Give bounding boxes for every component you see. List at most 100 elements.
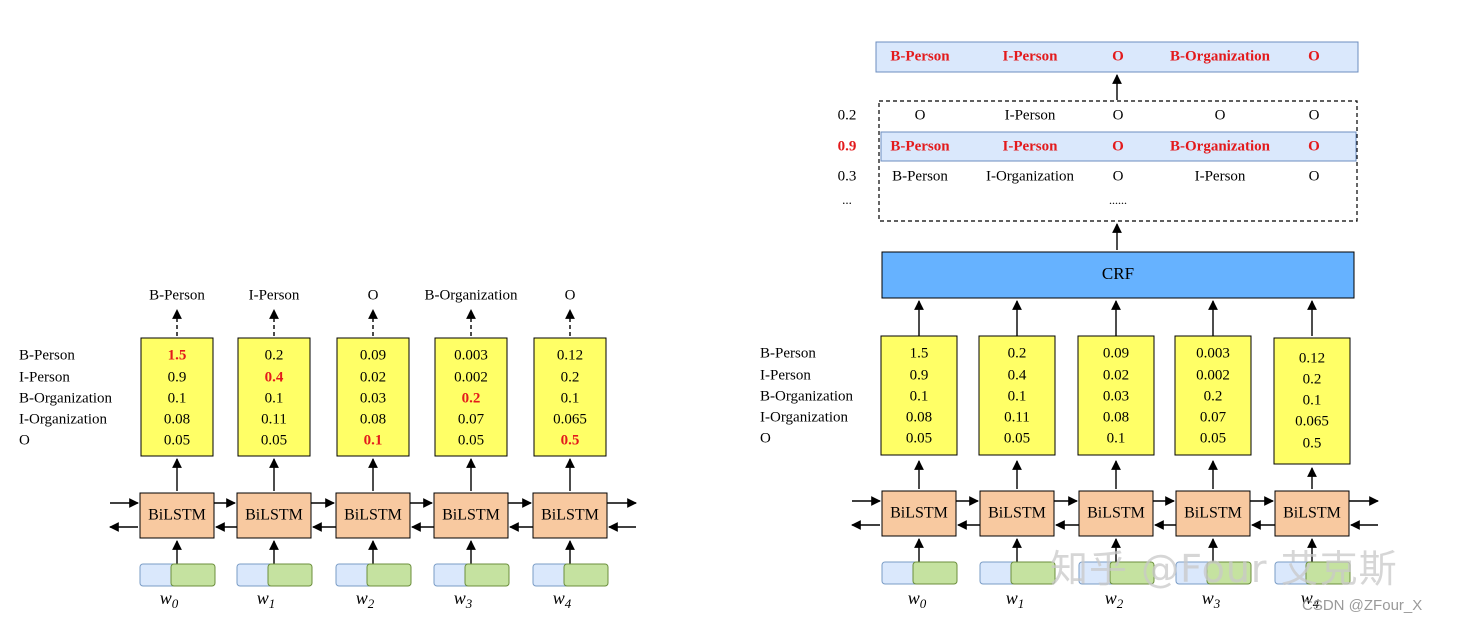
score-value: 0.003 — [454, 347, 488, 363]
score-box — [978, 335, 1056, 456]
path-tag: O — [915, 107, 926, 123]
bilstm-box — [433, 492, 509, 539]
score-value: 0.05 — [1200, 430, 1226, 446]
output-tag-bar — [875, 41, 1359, 73]
bilstm-label: BiLSTM — [541, 507, 599, 524]
path-tag: O — [1309, 168, 1320, 184]
path-tag: O — [1113, 168, 1124, 184]
score-value: 0.4 — [1008, 367, 1027, 383]
tag-row-label: B-Organization — [19, 390, 113, 406]
score-value: 0.09 — [1103, 345, 1129, 361]
path-tag: B-Person — [892, 168, 948, 184]
path-score: 0.3 — [838, 168, 857, 184]
score-value: 0.12 — [557, 347, 583, 363]
score-value: 0.5 — [1303, 435, 1322, 451]
word-label: w0 — [160, 588, 179, 611]
score-value: 0.08 — [906, 409, 932, 425]
score-value: 0.02 — [360, 369, 386, 385]
embedding-right — [170, 563, 216, 587]
crf-label: CRF — [1102, 264, 1134, 283]
path-tag: B-Person — [890, 138, 950, 154]
bilstm-softmax-panel: B-PersonI-PersonB-OrganizationI-Organiza… — [19, 287, 637, 611]
score-value: 0.2 — [462, 390, 481, 406]
word-label: w3 — [454, 588, 473, 611]
tag-row-label: I-Organization — [760, 409, 849, 425]
path-tag: B-Organization — [1170, 138, 1271, 154]
score-value: 0.05 — [164, 432, 190, 448]
path-tag: O — [1112, 138, 1124, 154]
score-value: 0.08 — [1103, 409, 1129, 425]
embedding-right — [1305, 561, 1351, 585]
path-tag: O — [1309, 107, 1320, 123]
tag-row-label: B-Organization — [760, 388, 854, 404]
bilstm-label: BiLSTM — [1087, 505, 1145, 522]
bilstm-box — [139, 492, 215, 539]
predicted-tag: I-Person — [249, 287, 300, 303]
score-value: 0.2 — [1008, 345, 1027, 361]
score-box — [533, 337, 607, 457]
path-tag: I-Organization — [986, 168, 1075, 184]
tag-row-label: O — [760, 430, 771, 446]
output-tag: O — [1112, 48, 1124, 64]
ellipsis-score: ... — [842, 192, 852, 207]
score-value: 0.1 — [1107, 430, 1126, 446]
score-value: 0.9 — [910, 367, 929, 383]
word-label: w3 — [1202, 588, 1221, 611]
zhihu-watermark: 知乎 @Four 艾克斯 — [1050, 547, 1398, 591]
score-value: 0.1 — [561, 390, 580, 406]
output-tag: O — [1308, 48, 1320, 64]
score-value: 0.002 — [1196, 367, 1230, 383]
score-box — [140, 337, 214, 457]
ellipsis-tags: ...... — [1109, 193, 1127, 207]
path-tag: I-Person — [1005, 107, 1056, 123]
bilstm-label: BiLSTM — [1184, 505, 1242, 522]
score-value: 0.03 — [360, 390, 386, 406]
score-box — [880, 335, 958, 456]
score-value: 0.07 — [458, 411, 485, 427]
word-label: w0 — [908, 588, 927, 611]
score-value: 0.1 — [1303, 392, 1322, 408]
score-value: 0.02 — [1103, 367, 1129, 383]
candidate-paths-box — [878, 100, 1358, 222]
path-tag: I-Person — [1003, 138, 1059, 154]
score-value: 0.07 — [1200, 409, 1227, 425]
path-tag: O — [1308, 138, 1320, 154]
score-value: 0.09 — [360, 347, 386, 363]
score-value: 1.5 — [168, 347, 187, 363]
score-value: 0.1 — [265, 390, 284, 406]
bilstm-label: BiLSTM — [890, 505, 948, 522]
embedding-right — [267, 563, 313, 587]
score-value: 0.05 — [458, 432, 484, 448]
score-box — [1174, 335, 1252, 456]
output-tag: B-Person — [890, 48, 950, 64]
embedding-right — [464, 563, 510, 587]
score-value: 0.1 — [910, 388, 929, 404]
embedding-right — [563, 563, 609, 587]
tag-row-label: B-Person — [760, 345, 816, 361]
score-value: 0.2 — [1204, 388, 1223, 404]
bilstm-label: BiLSTM — [344, 507, 402, 524]
bilstm-label: BiLSTM — [988, 505, 1046, 522]
word-label: w4 — [1301, 588, 1320, 611]
score-value: 0.1 — [1008, 388, 1027, 404]
score-value: 0.2 — [1303, 371, 1322, 387]
bilstm-box — [532, 492, 608, 539]
bilstm-box — [1175, 490, 1251, 537]
path-tag: O — [1215, 107, 1226, 123]
score-value: 0.03 — [1103, 388, 1129, 404]
embedding-right — [1109, 561, 1155, 585]
embedding-right — [1010, 561, 1056, 585]
score-value: 0.08 — [360, 411, 386, 427]
score-box — [1273, 337, 1351, 465]
score-value: 0.9 — [168, 369, 187, 385]
word-label: w4 — [553, 588, 572, 611]
score-box — [336, 337, 410, 457]
best-path-highlight — [880, 131, 1357, 162]
score-box — [1077, 335, 1155, 456]
score-value: 0.08 — [164, 411, 190, 427]
score-box — [434, 337, 508, 457]
bilstm-box — [979, 490, 1055, 537]
path-score: 0.9 — [838, 138, 857, 154]
predicted-tag: B-Organization — [424, 287, 518, 303]
